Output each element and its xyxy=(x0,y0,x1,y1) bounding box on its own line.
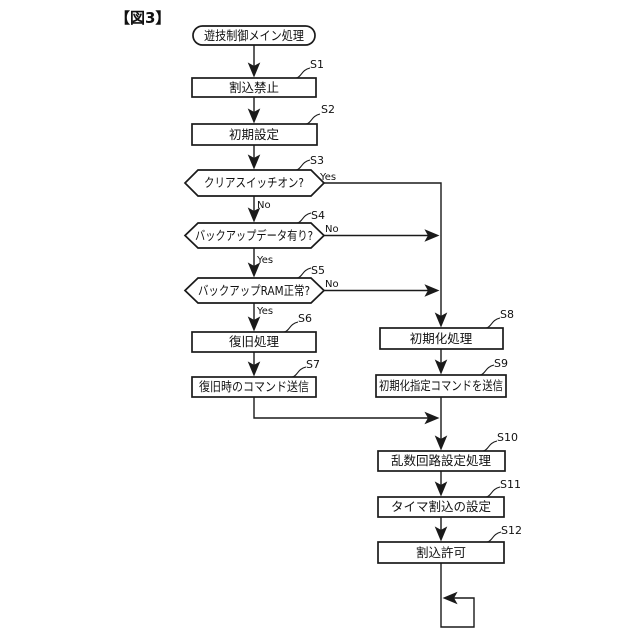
node-s5: バックアップRAM正常? xyxy=(183,277,326,304)
tag-label-s6: S6 xyxy=(298,312,312,325)
tag-label-s12: S12 xyxy=(501,524,522,537)
tag-label-s8: S8 xyxy=(500,308,514,321)
process-box-s9 xyxy=(375,374,507,398)
decision-shape-s3 xyxy=(183,169,326,197)
step-tag-s9: S9 xyxy=(479,357,508,376)
edge-s7-merge xyxy=(253,397,440,425)
step-tag-s1: S1 xyxy=(295,58,324,79)
step-tag-s6: S6 xyxy=(283,312,312,333)
tag-label-s3: S3 xyxy=(310,154,324,167)
branch-label-s4-no: No xyxy=(325,224,339,235)
step-tag-s11: S11 xyxy=(485,478,521,498)
tag-squiggle-s7 xyxy=(291,366,307,378)
node-s10: 乱数回路設定処理 xyxy=(377,450,506,472)
node-label-s8: 初期化処理 xyxy=(410,331,473,346)
decision-shape-s5 xyxy=(183,277,326,304)
branch-label-s5-no: No xyxy=(325,279,339,290)
tag-label-s7: S7 xyxy=(306,358,320,371)
node-s3: クリアスイッチオン? xyxy=(183,169,326,197)
tag-label-s2: S2 xyxy=(321,103,335,116)
node-label-s10: 乱数回路設定処理 xyxy=(391,453,492,468)
process-box-s12 xyxy=(377,541,505,564)
node-s7: 復旧時のコマンド送信 xyxy=(191,376,317,398)
tag-squiggle-s12 xyxy=(486,531,502,543)
node-s2: 初期設定 xyxy=(191,123,318,146)
step-tag-s2: S2 xyxy=(305,103,335,125)
tag-squiggle-s3 xyxy=(295,159,311,171)
tag-label-s9: S9 xyxy=(494,357,508,370)
tag-squiggle-s11 xyxy=(485,486,501,498)
process-box-s10 xyxy=(377,450,506,472)
tag-squiggle-s1 xyxy=(295,67,311,79)
step-tag-s5: S5 xyxy=(296,264,325,279)
node-s6: 復旧処理 xyxy=(191,331,317,353)
terminal-shape xyxy=(192,25,316,46)
tag-label-s10: S10 xyxy=(497,431,518,444)
node-label-s7: 復旧時のコマンド送信 xyxy=(199,379,309,394)
process-box-s11 xyxy=(377,496,505,518)
branch-label-s3-yes: Yes xyxy=(319,172,336,183)
node-label-s6: 復旧処理 xyxy=(229,334,280,349)
edge-s12-loop xyxy=(440,563,475,628)
tag-label-s5: S5 xyxy=(311,264,325,277)
node-s8: 初期化処理 xyxy=(379,327,504,350)
node-label-s1: 割込禁止 xyxy=(229,80,279,95)
tag-squiggle-s6 xyxy=(283,321,299,333)
process-box-s6 xyxy=(191,331,317,353)
tag-label-s4: S4 xyxy=(311,209,325,222)
node-label-s9: 初期化指定コマンドを送信 xyxy=(379,378,503,393)
node-s1: 割込禁止 xyxy=(191,77,317,98)
process-box-s2 xyxy=(191,123,318,146)
node-start: 遊技制御メイン処理 xyxy=(192,25,316,46)
node-label-s4: バックアップデータ有り? xyxy=(195,228,313,243)
tag-squiggle-s5 xyxy=(296,267,312,279)
step-tag-s12: S12 xyxy=(486,524,522,543)
tag-squiggle-s8 xyxy=(485,317,501,329)
branch-label-s3-no: No xyxy=(257,200,271,211)
tag-squiggle-s10 xyxy=(482,440,498,452)
node-s4: バックアップデータ有り? xyxy=(183,222,326,249)
node-s12: 割込許可 xyxy=(377,541,505,564)
process-box-s1 xyxy=(191,77,317,98)
node-label-s2: 初期設定 xyxy=(229,127,279,142)
process-box-s7 xyxy=(191,376,317,398)
step-tag-s4: S4 xyxy=(296,209,325,224)
process-box-s8 xyxy=(379,327,504,350)
node-label-s5: バックアップRAM正常? xyxy=(198,283,310,298)
tag-label-s11: S11 xyxy=(500,478,521,491)
step-tag-s7: S7 xyxy=(291,358,320,378)
node-label-start: 遊技制御メイン処理 xyxy=(204,28,304,43)
node-label-s3: クリアスイッチオン? xyxy=(204,175,304,190)
branch-label-s4-yes: Yes xyxy=(256,255,273,266)
tag-squiggle-s9 xyxy=(479,364,495,376)
tag-squiggle-s2 xyxy=(305,113,321,125)
step-tag-s8: S8 xyxy=(485,308,514,329)
node-s11: タイマ割込の設定 xyxy=(377,496,505,518)
node-label-s12: 割込許可 xyxy=(416,545,466,560)
branch-label-s5-yes: Yes xyxy=(256,306,273,317)
decision-shape-s4 xyxy=(183,222,326,249)
figure-label: 【図3】 xyxy=(115,9,170,27)
step-tag-s10: S10 xyxy=(482,431,518,452)
tag-squiggle-s4 xyxy=(296,212,312,224)
tag-label-s1: S1 xyxy=(310,58,324,71)
node-label-s11: タイマ割込の設定 xyxy=(391,499,491,514)
step-tag-s3: S3 xyxy=(295,154,324,171)
edge-s3-yes-s8 xyxy=(324,182,448,328)
node-s9: 初期化指定コマンドを送信 xyxy=(375,374,507,398)
